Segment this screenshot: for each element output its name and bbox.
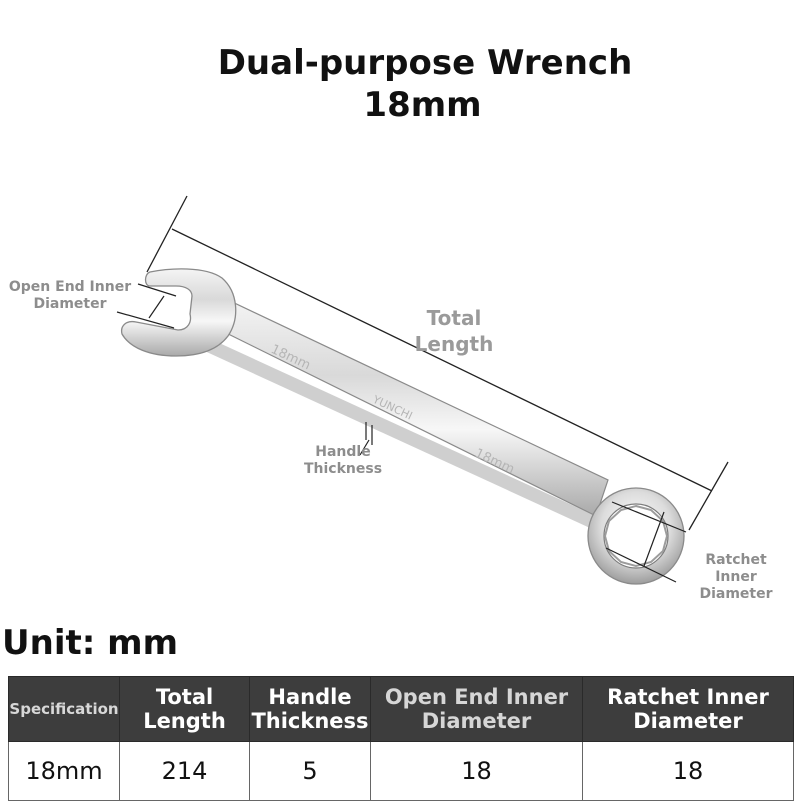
handle-thickness-dimension — [359, 422, 373, 456]
table-row: 18mm 214 5 18 18 — [8, 741, 794, 801]
spec-table-header-row: Specification Total Length Handle Thickn… — [8, 676, 794, 742]
open-end-head — [120, 268, 237, 357]
ratchet-dimension — [605, 501, 687, 583]
page-subtitle-size: 18mm — [363, 85, 482, 125]
handle-thickness-label: Handle Thickness — [303, 444, 383, 477]
header-total-length: Total Length — [119, 676, 250, 742]
wrench-image: 18mm YUNCHI 18mm — [120, 268, 685, 585]
cell-total-length: 214 — [119, 741, 250, 801]
open-end-dimension — [116, 283, 177, 329]
header-open-end-diameter: Open End Inner Diameter — [370, 676, 583, 742]
cell-open-end-diameter: 18 — [370, 741, 583, 801]
cell-specification: 18mm — [8, 741, 120, 801]
header-specification: Specification — [8, 676, 120, 742]
page-title: Dual-purpose Wrench — [217, 43, 633, 83]
open-end-label: Open End Inner Diameter — [8, 279, 132, 312]
wrench-diagram: 18mm YUNCHI 18mm — [116, 195, 729, 585]
ratchet-label: Ratchet Inner Diameter — [699, 552, 773, 602]
total-length-label: Total Length — [414, 306, 494, 356]
spec-table: Specification Total Length Handle Thickn… — [8, 676, 794, 801]
unit-label: Unit: mm — [2, 623, 179, 663]
cell-ratchet-diameter: 18 — [582, 741, 794, 801]
total-length-dimension — [146, 195, 729, 531]
header-handle-thickness: Handle Thickness — [249, 676, 371, 742]
header-ratchet-diameter: Ratchet Inner Diameter — [582, 676, 794, 742]
cell-handle-thickness: 5 — [249, 741, 371, 801]
